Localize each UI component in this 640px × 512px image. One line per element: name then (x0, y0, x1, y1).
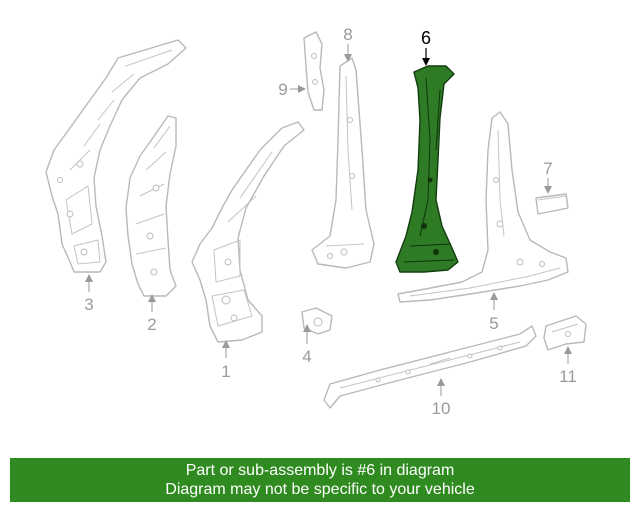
part-8-pillar-reinforcement[interactable] (311, 57, 375, 269)
part-1-front-pillar[interactable] (191, 121, 305, 343)
callout-8: 8 (343, 25, 352, 44)
parts-diagram: 1 2 3 4 5 6 7 8 9 10 11 (45, 25, 587, 418)
part-6-center-pillar-highlighted[interactable] (395, 65, 459, 273)
part-9-reinforcement[interactable] (303, 31, 325, 111)
callout-10: 10 (432, 399, 451, 418)
part-7-block[interactable] (535, 193, 569, 215)
callout-6: 6 (421, 28, 431, 48)
part-11-rear-bracket[interactable] (543, 315, 587, 351)
callout-2: 2 (147, 315, 156, 334)
callout-9: 9 (278, 80, 287, 99)
callout-3: 3 (84, 295, 93, 314)
callout-leaders (85, 44, 572, 396)
part-3-pillar-assembly[interactable] (45, 39, 187, 273)
callout-7: 7 (543, 159, 552, 178)
part-2-hinge-pillar[interactable] (125, 115, 177, 297)
banner-line-part: Part or sub-assembly is #6 in diagram (185, 462, 455, 479)
banner-line-disclaimer: Diagram may not be specific to your vehi… (165, 481, 475, 498)
callout-4: 4 (302, 347, 311, 366)
callout-5: 5 (489, 314, 498, 333)
diagram-notice-banner: Part or sub-assembly is #6 in diagram Di… (10, 458, 630, 502)
callout-11: 11 (559, 367, 577, 386)
part-10-rocker-panel[interactable] (323, 325, 537, 409)
callout-1: 1 (221, 362, 230, 381)
part-4-bracket[interactable] (301, 307, 333, 335)
part-5-rear-pillar[interactable] (397, 111, 569, 303)
